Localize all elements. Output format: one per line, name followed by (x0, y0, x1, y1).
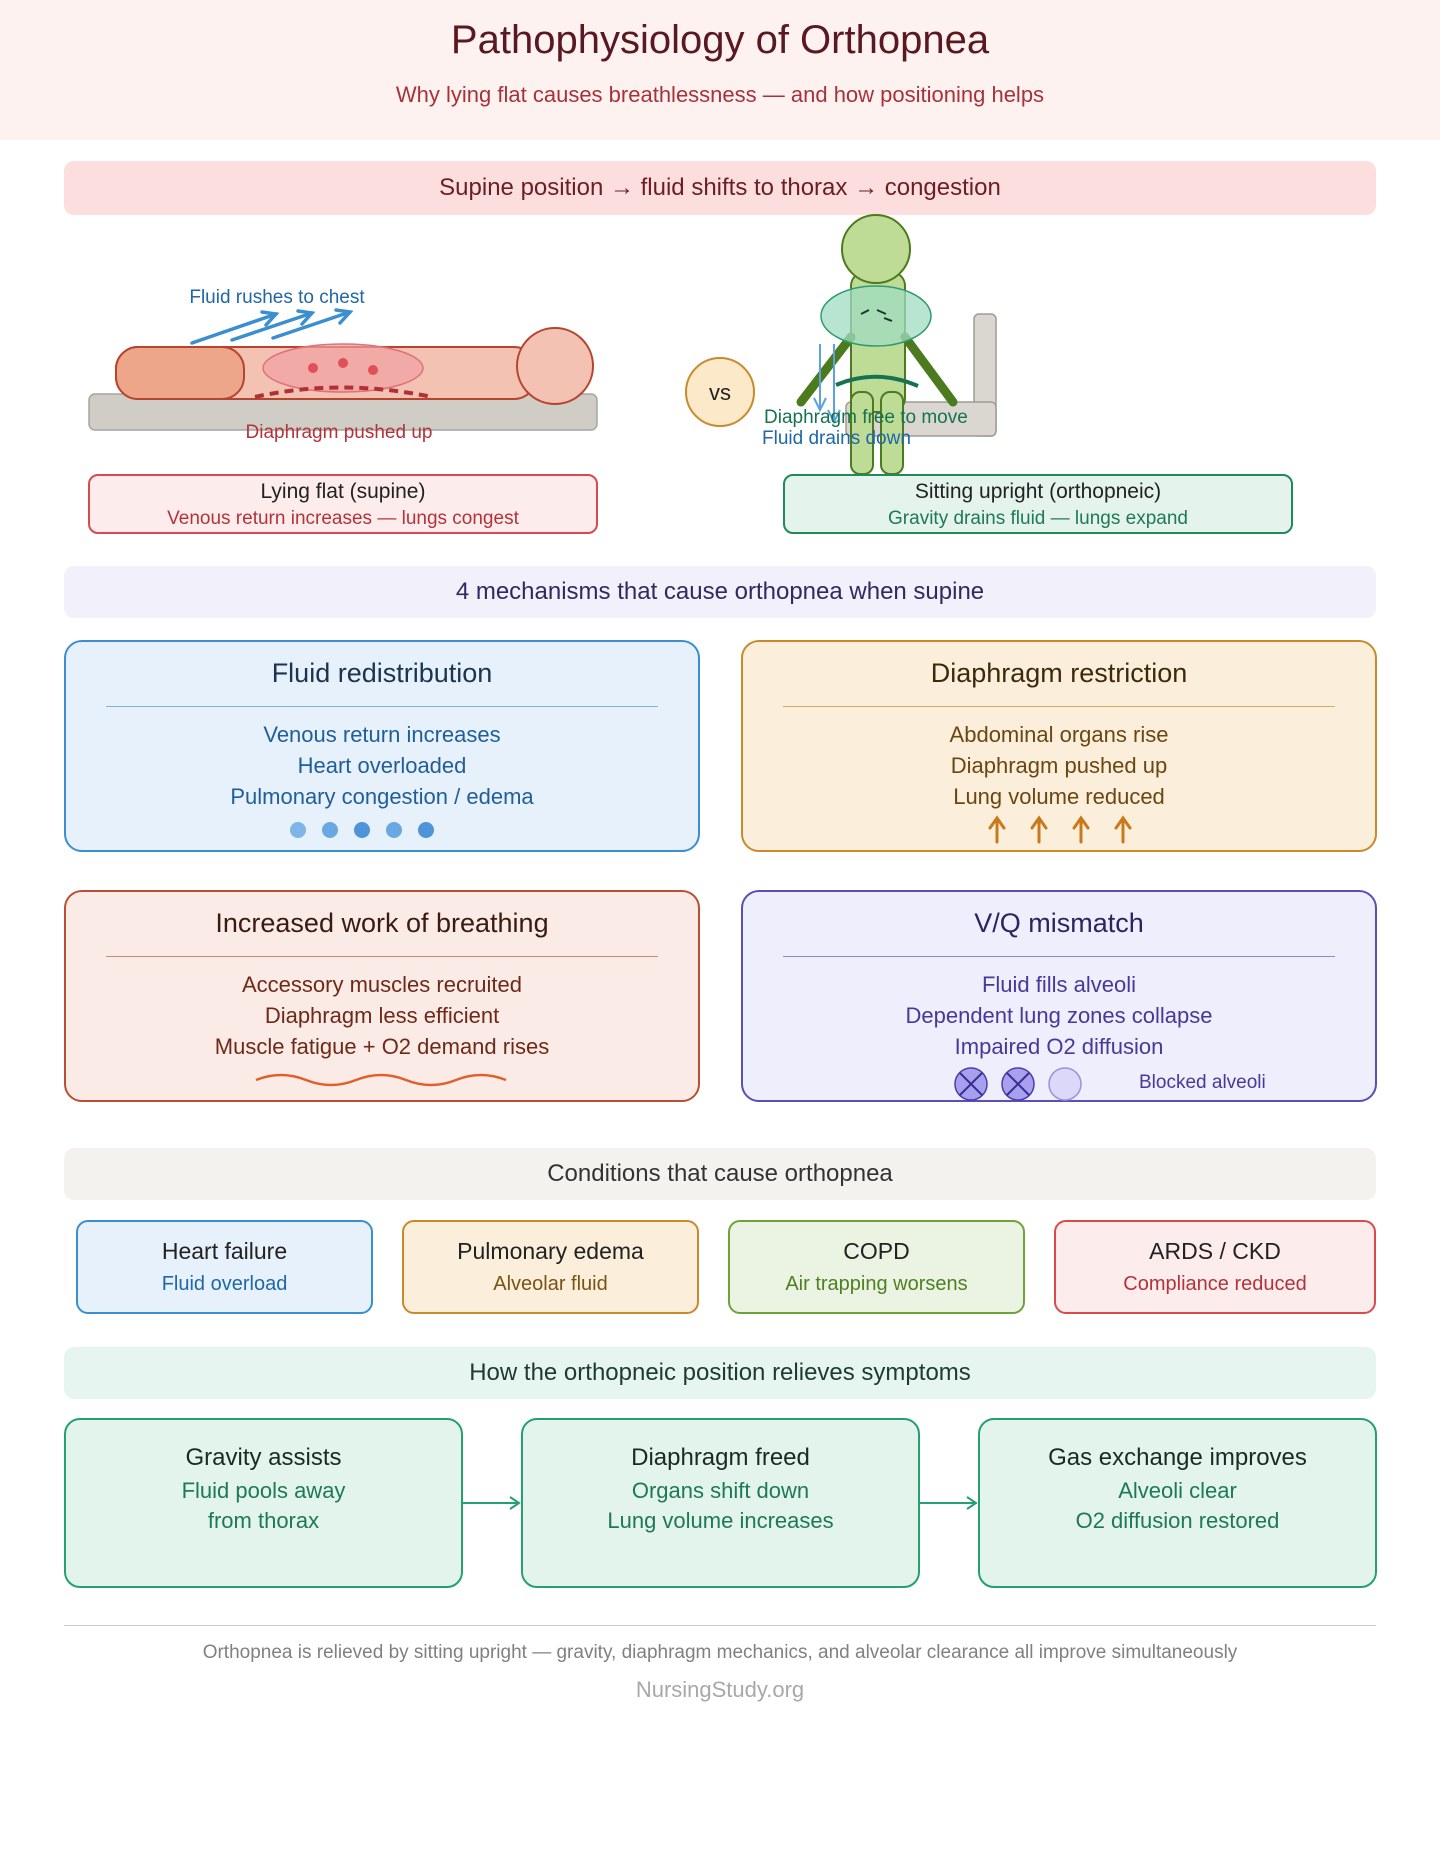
upright-caption-title: Sitting upright (orthopneic) (914, 480, 1162, 503)
fluid-dots-icon (290, 822, 434, 838)
mechanism-title: V/Q mismatch (974, 908, 1144, 938)
mechanism-title: Fluid redistribution (271, 658, 493, 688)
mechanism-card-vq-mismatch: V/Q mismatch Fluid fills alveoli Depende… (741, 890, 1377, 1102)
page-subtitle: Why lying flat causes breathlessness — a… (395, 82, 1045, 107)
mechanism-divider (783, 956, 1335, 957)
fluid-dot-icon (368, 365, 378, 375)
mechanism-title: Diaphragm restriction (930, 658, 1188, 688)
condition-sub: Fluid overload (161, 1273, 288, 1295)
supine-caption: Lying flat (supine) Venous return increa… (88, 474, 598, 534)
condition-copd: COPD Air trapping worsens (728, 1220, 1025, 1314)
vs-label: vs (709, 380, 731, 405)
supine-head-icon (516, 327, 594, 405)
mechanism-line: Dependent lung zones collapse (905, 1003, 1213, 1028)
fluid-dot-icon (308, 363, 318, 373)
condition-ards-ckd: ARDS / CKD Compliance reduced (1054, 1220, 1376, 1314)
condition-sub: Alveolar fluid (493, 1273, 608, 1295)
relief-step-line: Organs shift down (631, 1478, 810, 1503)
expanded-lungs-icon (820, 285, 932, 347)
mechanism-line: Diaphragm pushed up (950, 753, 1168, 778)
diaphragm-pushed-label: Diaphragm pushed up (246, 422, 433, 443)
fluid-dot-icon (338, 358, 348, 368)
relief-step-line: Lung volume increases (607, 1508, 834, 1533)
diaphragm-curve-icon (254, 385, 433, 399)
mechanism-divider (783, 706, 1335, 707)
flow-arrow-icon (920, 1496, 978, 1510)
condition-sub: Air trapping worsens (785, 1273, 968, 1295)
page-header: Pathophysiology of Orthopnea Why lying f… (0, 0, 1440, 140)
footer-divider (64, 1625, 1376, 1626)
lung-detail-icon (860, 309, 893, 322)
supine-caption-title: Lying flat (supine) (260, 480, 426, 503)
relief-step-title: Diaphragm freed (631, 1444, 810, 1471)
mechanism-line: Fluid fills alveoli (981, 972, 1137, 997)
upright-arm-icon (796, 332, 856, 407)
upright-arm-icon (900, 332, 958, 407)
mechanism-line: Heart overloaded (297, 753, 467, 778)
supine-caption-sub: Venous return increases — lungs congest (167, 508, 519, 529)
mechanism-line: Diaphragm less efficient (264, 1003, 500, 1028)
flow-arrow-icon (463, 1496, 521, 1510)
relief-step-gravity: Gravity assists Fluid pools away from th… (64, 1418, 463, 1588)
wave-icon (255, 1073, 507, 1087)
relief-step-line: Alveoli clear (1118, 1478, 1237, 1503)
mechanism-card-diaphragm-restriction: Diaphragm restriction Abdominal organs r… (741, 640, 1377, 852)
mechanism-line: Lung volume reduced (953, 784, 1165, 809)
mechanism-line: Impaired O2 diffusion (954, 1034, 1164, 1059)
mechanism-title: Increased work of breathing (215, 908, 549, 938)
relief-banner: How the orthopneic position relieves sym… (64, 1347, 1376, 1399)
condition-heart-failure: Heart failure Fluid overload (76, 1220, 373, 1314)
footer-note: Orthopnea is relieved by sitting upright… (202, 1642, 1238, 1663)
relief-step-line: O2 diffusion restored (1075, 1508, 1280, 1533)
relief-step-line: Fluid pools away (181, 1478, 346, 1503)
fluid-drain-arrows-icon (813, 344, 841, 425)
condition-title: ARDS / CKD (1149, 1238, 1281, 1264)
condition-pulmonary-edema: Pulmonary edema Alveolar fluid (402, 1220, 699, 1314)
mechanism-card-fluid-redistribution: Fluid redistribution Venous return incre… (64, 640, 700, 852)
upright-caption: Sitting upright (orthopneic) Gravity dra… (783, 474, 1293, 534)
mechanism-line: Muscle fatigue + O2 demand rises (214, 1034, 550, 1059)
upright-caption-sub: Gravity drains fluid — lungs expand (888, 508, 1188, 529)
mechanisms-banner: 4 mechanisms that cause orthopnea when s… (64, 566, 1376, 618)
condition-sub: Compliance reduced (1123, 1273, 1307, 1295)
fluid-arrows-icon (190, 308, 354, 345)
mechanism-line: Accessory muscles recruited (242, 972, 522, 997)
relief-step-gas-exchange: Gas exchange improves Alveoli clear O2 d… (978, 1418, 1377, 1588)
mechanism-divider (106, 956, 658, 957)
condition-title: COPD (843, 1238, 910, 1264)
vs-badge-icon (685, 357, 755, 427)
relief-step-title: Gas exchange improves (1048, 1444, 1307, 1471)
fluid-rushes-label: Fluid rushes to chest (189, 287, 365, 308)
conditions-banner: Conditions that cause orthopnea (64, 1148, 1376, 1200)
condition-title: Heart failure (161, 1238, 288, 1264)
mechanism-line: Venous return increases (263, 722, 501, 747)
condition-title: Pulmonary edema (457, 1238, 644, 1264)
relief-step-diaphragm: Diaphragm freed Organs shift down Lung v… (521, 1418, 920, 1588)
supine-legs-icon (115, 346, 245, 400)
diaphragm-free-label: Diaphragm free to move (764, 407, 968, 428)
relief-step-line: from thorax (207, 1508, 320, 1533)
up-arrows-icon (988, 815, 1132, 844)
relief-step-title: Gravity assists (185, 1444, 342, 1471)
mechanism-line: Abdominal organs rise (949, 722, 1169, 747)
mechanism-divider (106, 706, 658, 707)
blocked-alveoli-icon (954, 1067, 1082, 1101)
supine-section-banner: Supine position → fluid shifts to thorax… (64, 161, 1376, 215)
footer-brand: NursingStudy.org (635, 1677, 805, 1702)
mechanism-line: Pulmonary congestion / edema (230, 784, 534, 809)
diaphragm-free-curve-icon (835, 374, 919, 388)
position-comparison-illustration: Fluid rushes to chest Diaphragm pushed u… (88, 214, 997, 475)
fluid-drains-label: Fluid drains down (762, 428, 911, 449)
blocked-alveoli-label: Blocked alveoli (1139, 1072, 1266, 1093)
mechanism-card-work-of-breathing: Increased work of breathing Accessory mu… (64, 890, 700, 1102)
page-title: Pathophysiology of Orthopnea (450, 18, 990, 62)
upright-head-icon (841, 214, 911, 284)
